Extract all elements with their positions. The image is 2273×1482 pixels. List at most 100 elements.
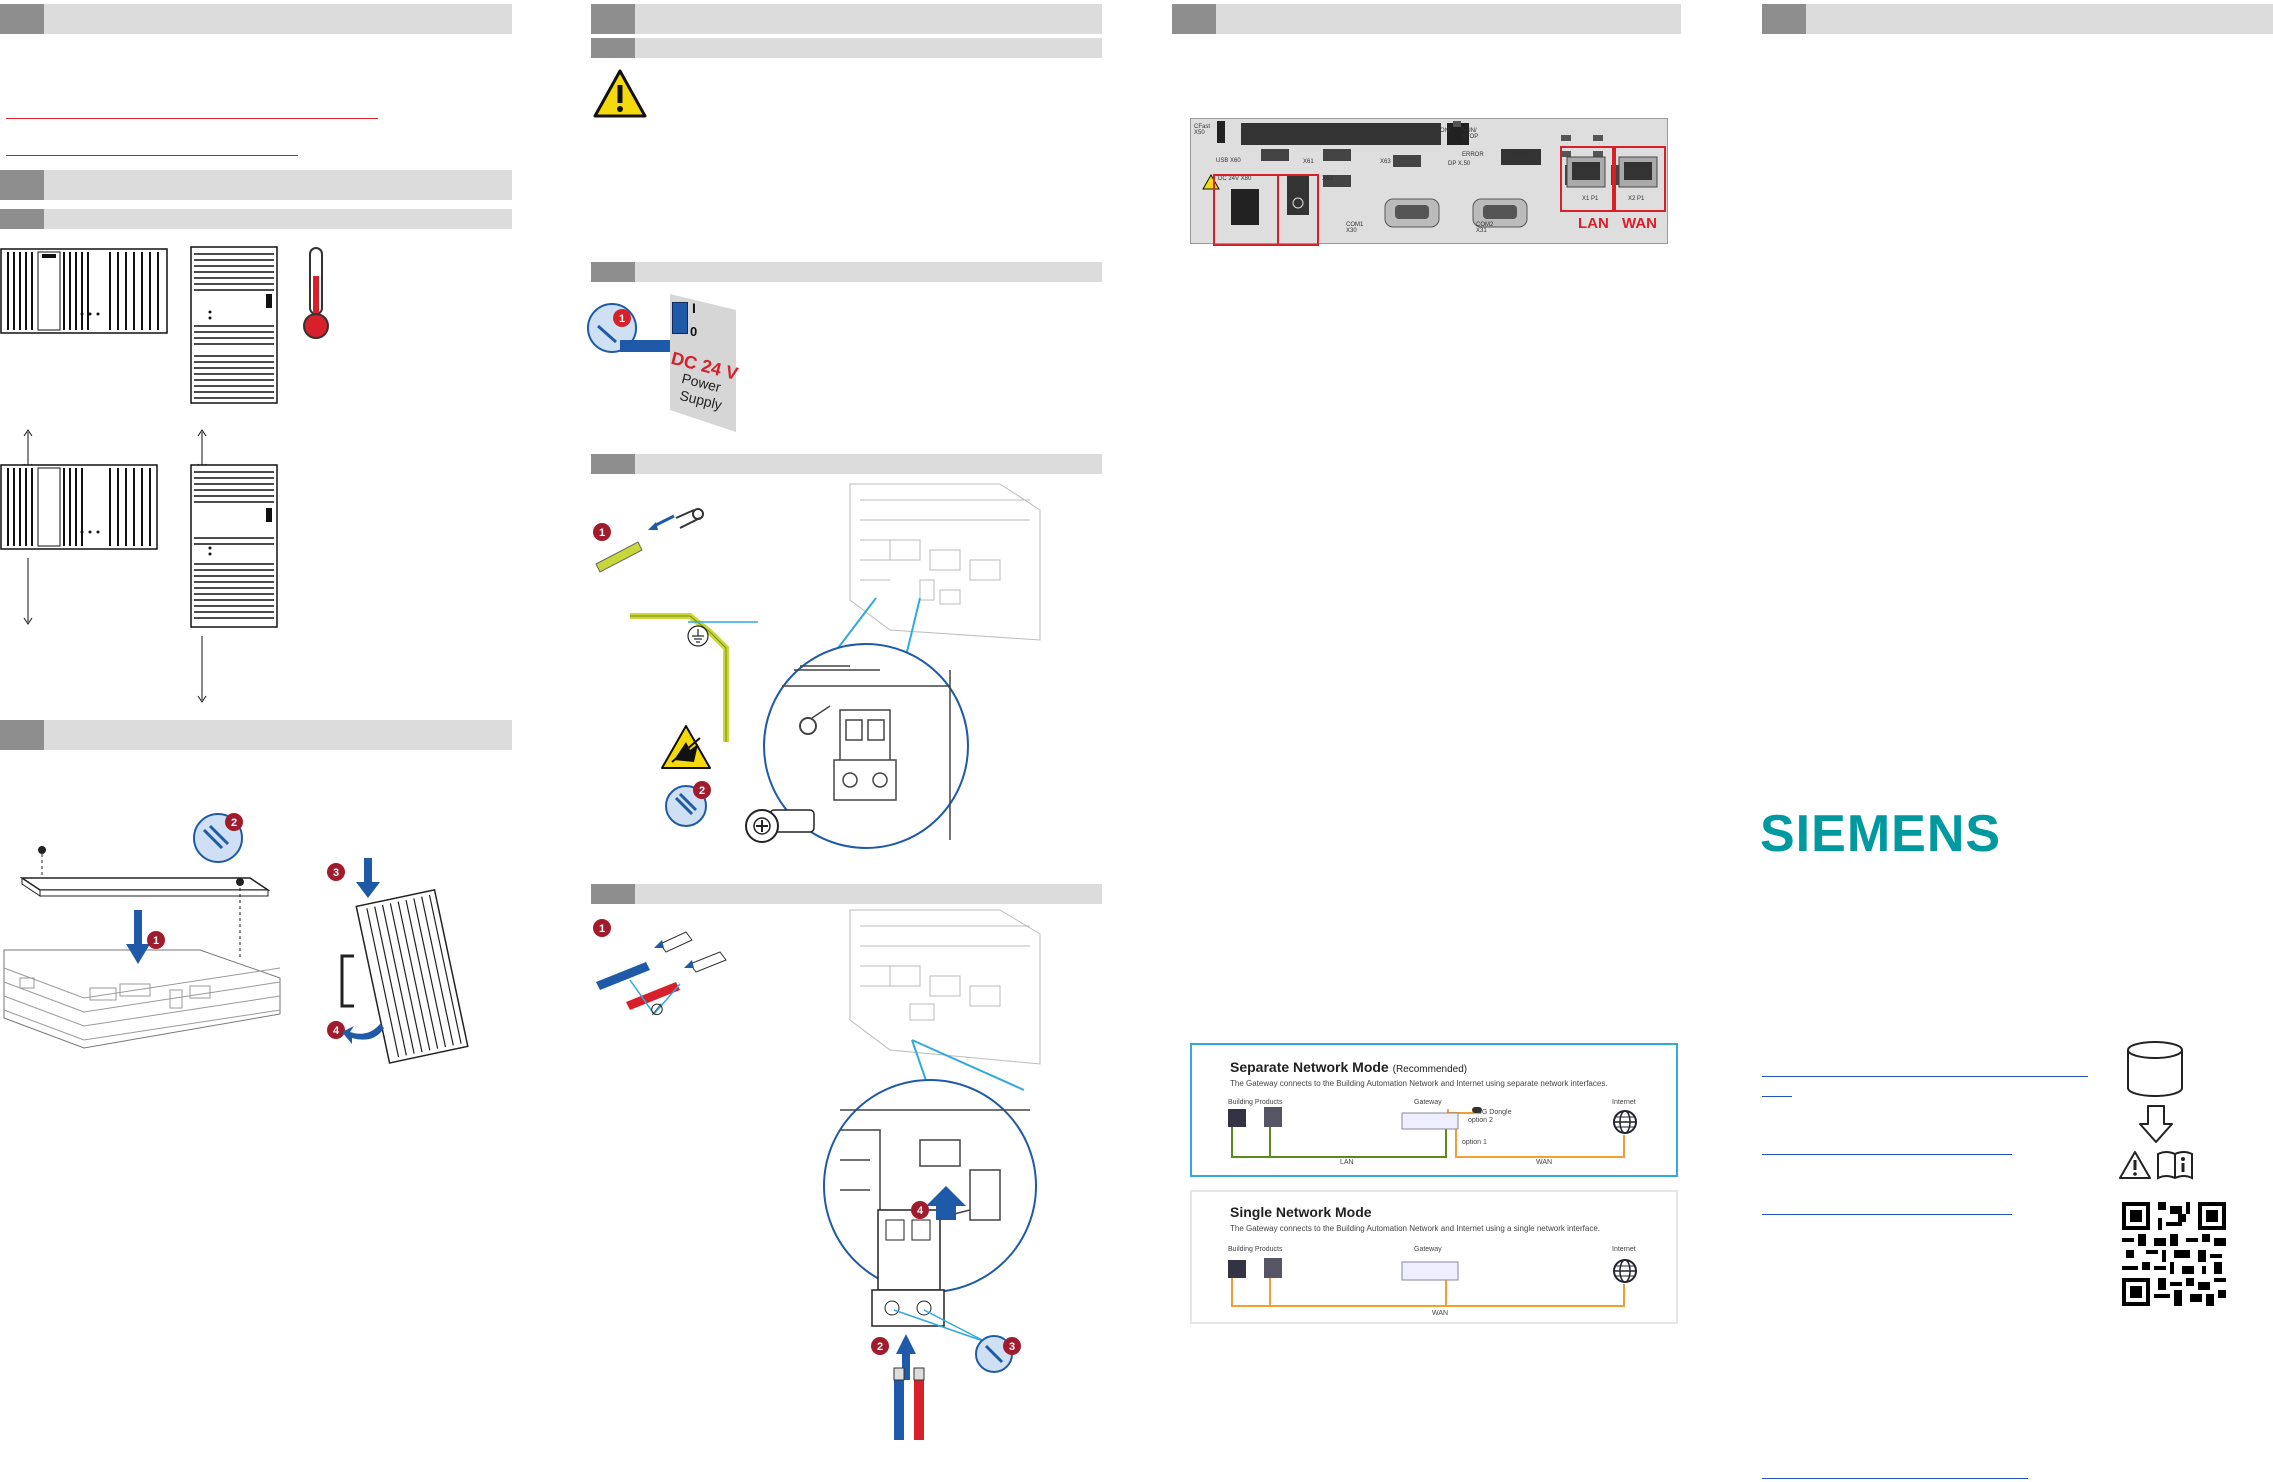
warning-icon — [593, 69, 647, 118]
subsection-bar-clearance — [0, 209, 512, 229]
highlight-wan-port — [1612, 146, 1666, 212]
section-bar-power-connection — [591, 884, 1102, 904]
port-label-x62: X62 — [1322, 176, 1333, 182]
device-vertical-top — [190, 246, 278, 404]
port-label-com2: COM2 X31 — [1476, 222, 1494, 234]
subsection-bar-warning — [591, 38, 1102, 58]
led-label-error: ERROR — [1462, 152, 1484, 158]
step-2: 2 — [231, 817, 237, 829]
single-internet-label: Internet — [1612, 1246, 1636, 1253]
manual-icon — [2157, 1151, 2193, 1180]
din-rail-mounting-illustration: 1 — [3, 846, 281, 1049]
port-label-x61: X61 — [1303, 159, 1314, 165]
single-building-products-label: Building Products — [1228, 1246, 1283, 1253]
separate-option2-label: option 2 — [1468, 1117, 1493, 1124]
grounding-illustration: 1 — [593, 483, 1041, 849]
globe-icon — [1613, 1110, 1637, 1134]
device-vertical-clearance — [190, 464, 278, 628]
globe-icon-single — [1613, 1259, 1637, 1283]
port-label-com1: COM1 X30 — [1346, 222, 1364, 234]
lan-port-label: LAN — [1578, 215, 1609, 232]
step-2-power: 2 — [877, 1341, 883, 1353]
separate-internet-label: Internet — [1612, 1099, 1636, 1106]
siemens-logo: SIEMENS — [1760, 805, 2002, 863]
led-label-run-stop: RUN/ STOP — [1462, 128, 1479, 140]
download-arrow-icon — [2139, 1105, 2173, 1143]
section-bar-safety — [591, 4, 1102, 34]
single-building-product-2 — [1264, 1258, 1282, 1278]
single-network-mode-diagram: Single Network Mode The Gateway connects… — [1190, 1190, 1678, 1324]
section-bar-col4-top — [1762, 4, 2273, 34]
step-2-ground: 2 — [699, 785, 705, 797]
single-wan-label: WAN — [1432, 1310, 1449, 1317]
device-horizontal-top — [0, 248, 168, 334]
section-bar-col1-top — [0, 4, 512, 34]
section-bar-power-off — [591, 262, 1102, 282]
building-product-2 — [1264, 1107, 1282, 1127]
building-product-1 — [1228, 1109, 1246, 1127]
switch-off-mark: 0 — [690, 324, 698, 339]
power-switch-off-illustration: 1 — [587, 294, 736, 432]
ethernet-port-wan[interactable] — [1618, 156, 1658, 188]
section-bar-mounting — [0, 170, 512, 200]
separate-mode-description: The Gateway connects to the Building Aut… — [1230, 1079, 1608, 1088]
single-building-product-1 — [1228, 1260, 1246, 1278]
highlight-power-switch — [1277, 174, 1319, 246]
highlight-lan-port — [1560, 146, 1616, 212]
port-label-x63: X63 — [1380, 159, 1391, 165]
separate-mode-title: Separate Network Mode (Recommended) — [1230, 1059, 1468, 1075]
section-bar-grounding — [591, 454, 1102, 474]
single-gateway-label: Gateway — [1414, 1246, 1442, 1253]
power-wiring-illustration: 1 4 3 2 — [593, 909, 1041, 1440]
section-bar-din-rail — [0, 720, 512, 750]
screwdriver-icon-ground: 2 — [665, 781, 711, 827]
clearance-arrow-bottom-left — [23, 558, 33, 625]
port-label-x2p1: X2 P1 — [1628, 196, 1645, 202]
wan-port-label: WAN — [1622, 215, 1657, 232]
link-underline-3[interactable] — [1762, 1214, 2012, 1215]
link-underline-4[interactable] — [1762, 1478, 2028, 1479]
step-3: 3 — [333, 867, 339, 879]
led-label-pc-on: PC ON/ WD — [1430, 128, 1451, 140]
single-mode-title: Single Network Mode — [1230, 1204, 1372, 1220]
screwdriver-icon: 2 — [193, 813, 243, 863]
earth-ground-icon — [687, 621, 758, 647]
link-underline-1[interactable] — [1762, 1076, 2088, 1077]
ethernet-port-lan[interactable] — [1566, 156, 1606, 188]
qr-code-icon[interactable] — [2122, 1202, 2226, 1306]
port-label-cfast: CFast X50 — [1194, 124, 1211, 136]
step-1: 1 — [153, 935, 159, 947]
step-1-ground: 1 — [599, 527, 605, 539]
device-horizontal-clearance — [0, 464, 158, 550]
clearance-arrow-bottom-right — [197, 636, 207, 703]
port-label-dc24v: DC 24V X80 — [1218, 176, 1252, 182]
wire-diameter-symbol: ∅ — [650, 1002, 664, 1019]
power-switch-toggle[interactable] — [672, 302, 688, 334]
port-label-usb-x60: USB X60 — [1216, 158, 1241, 164]
link-underline-blue[interactable] — [6, 155, 298, 156]
separate-dongle-label: 4G Dongle — [1478, 1109, 1512, 1116]
step-4: 4 — [333, 1025, 340, 1037]
step-3-power: 3 — [1009, 1341, 1015, 1353]
led-label-maint: MAINT — [1510, 152, 1529, 158]
link-underline-1b[interactable] — [1762, 1096, 1792, 1097]
single-mode-description: The Gateway connects to the Building Aut… — [1230, 1224, 1600, 1233]
separate-wan-label: WAN — [1536, 1159, 1553, 1166]
step-4-power: 4 — [917, 1205, 924, 1217]
thermometer-icon — [303, 247, 329, 339]
switch-on-mark: I — [692, 300, 696, 316]
4g-dongle — [1472, 1107, 1482, 1113]
esd-warning-icon — [661, 725, 711, 769]
gateway-device — [1401, 1112, 1459, 1130]
highlight-dc-connector — [1213, 174, 1279, 246]
port-label-dp: DP X.50 — [1448, 161, 1471, 167]
link-underline-red[interactable] — [6, 118, 378, 119]
separate-building-products-label: Building Products — [1228, 1099, 1283, 1106]
database-icon — [2127, 1041, 2183, 1097]
separate-gateway-label: Gateway — [1414, 1099, 1442, 1106]
link-underline-2[interactable] — [1762, 1154, 2012, 1155]
separate-network-mode-diagram: Separate Network Mode (Recommended) The … — [1190, 1043, 1678, 1177]
separate-option1-label: option 1 — [1462, 1139, 1487, 1146]
section-bar-interfaces — [1172, 4, 1681, 34]
separate-mode-note: (Recommended) — [1392, 1064, 1468, 1075]
